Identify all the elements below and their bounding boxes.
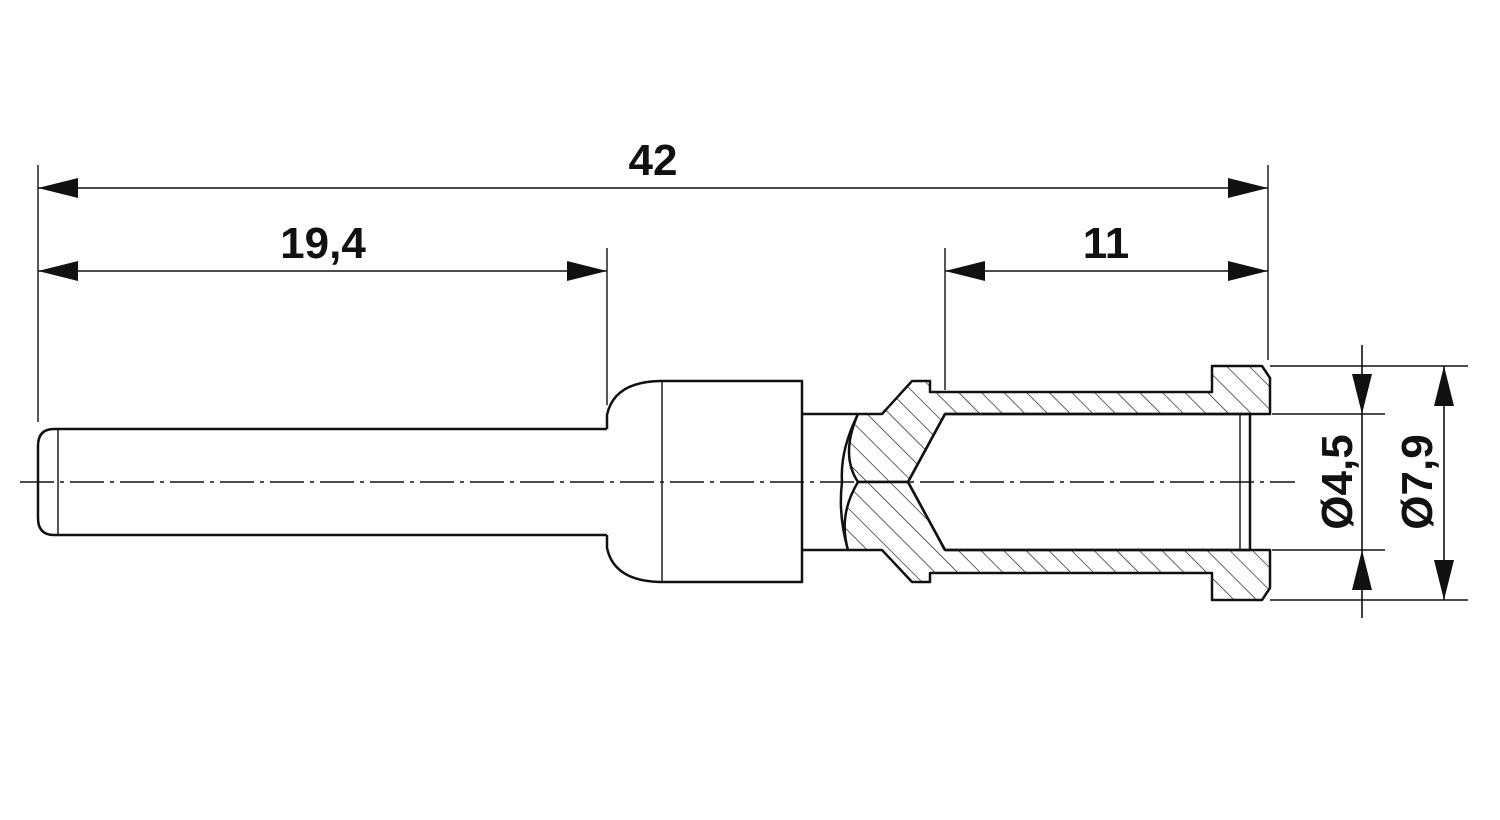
pin-length-label: 19,4 <box>280 219 366 268</box>
arrowhead <box>1352 374 1372 414</box>
crimp-sleeve-section <box>843 364 1272 602</box>
dimension-pin-length: 19,4 <box>38 219 607 281</box>
dimension-outer-diameter: Ø7,9 <box>1393 366 1454 600</box>
inner-diameter-label: Ø4,5 <box>1313 434 1362 529</box>
arrowhead <box>38 178 78 198</box>
arrowhead <box>1434 366 1454 406</box>
arrowhead <box>1352 550 1372 590</box>
arrowhead <box>38 261 78 281</box>
arrowhead <box>1434 560 1454 600</box>
dimension-overall-length: 42 <box>38 136 1268 198</box>
arrowhead <box>1228 178 1268 198</box>
dimension-inner-diameter: Ø4,5 <box>1313 345 1372 618</box>
arrowhead <box>567 261 607 281</box>
overall-length-label: 42 <box>629 136 678 185</box>
arrowhead <box>1228 261 1268 281</box>
crimp-length-label: 11 <box>1083 219 1130 268</box>
outer-diameter-label: Ø7,9 <box>1393 434 1442 529</box>
dimension-crimp-length: 11 <box>945 219 1268 281</box>
arrowhead <box>945 261 985 281</box>
